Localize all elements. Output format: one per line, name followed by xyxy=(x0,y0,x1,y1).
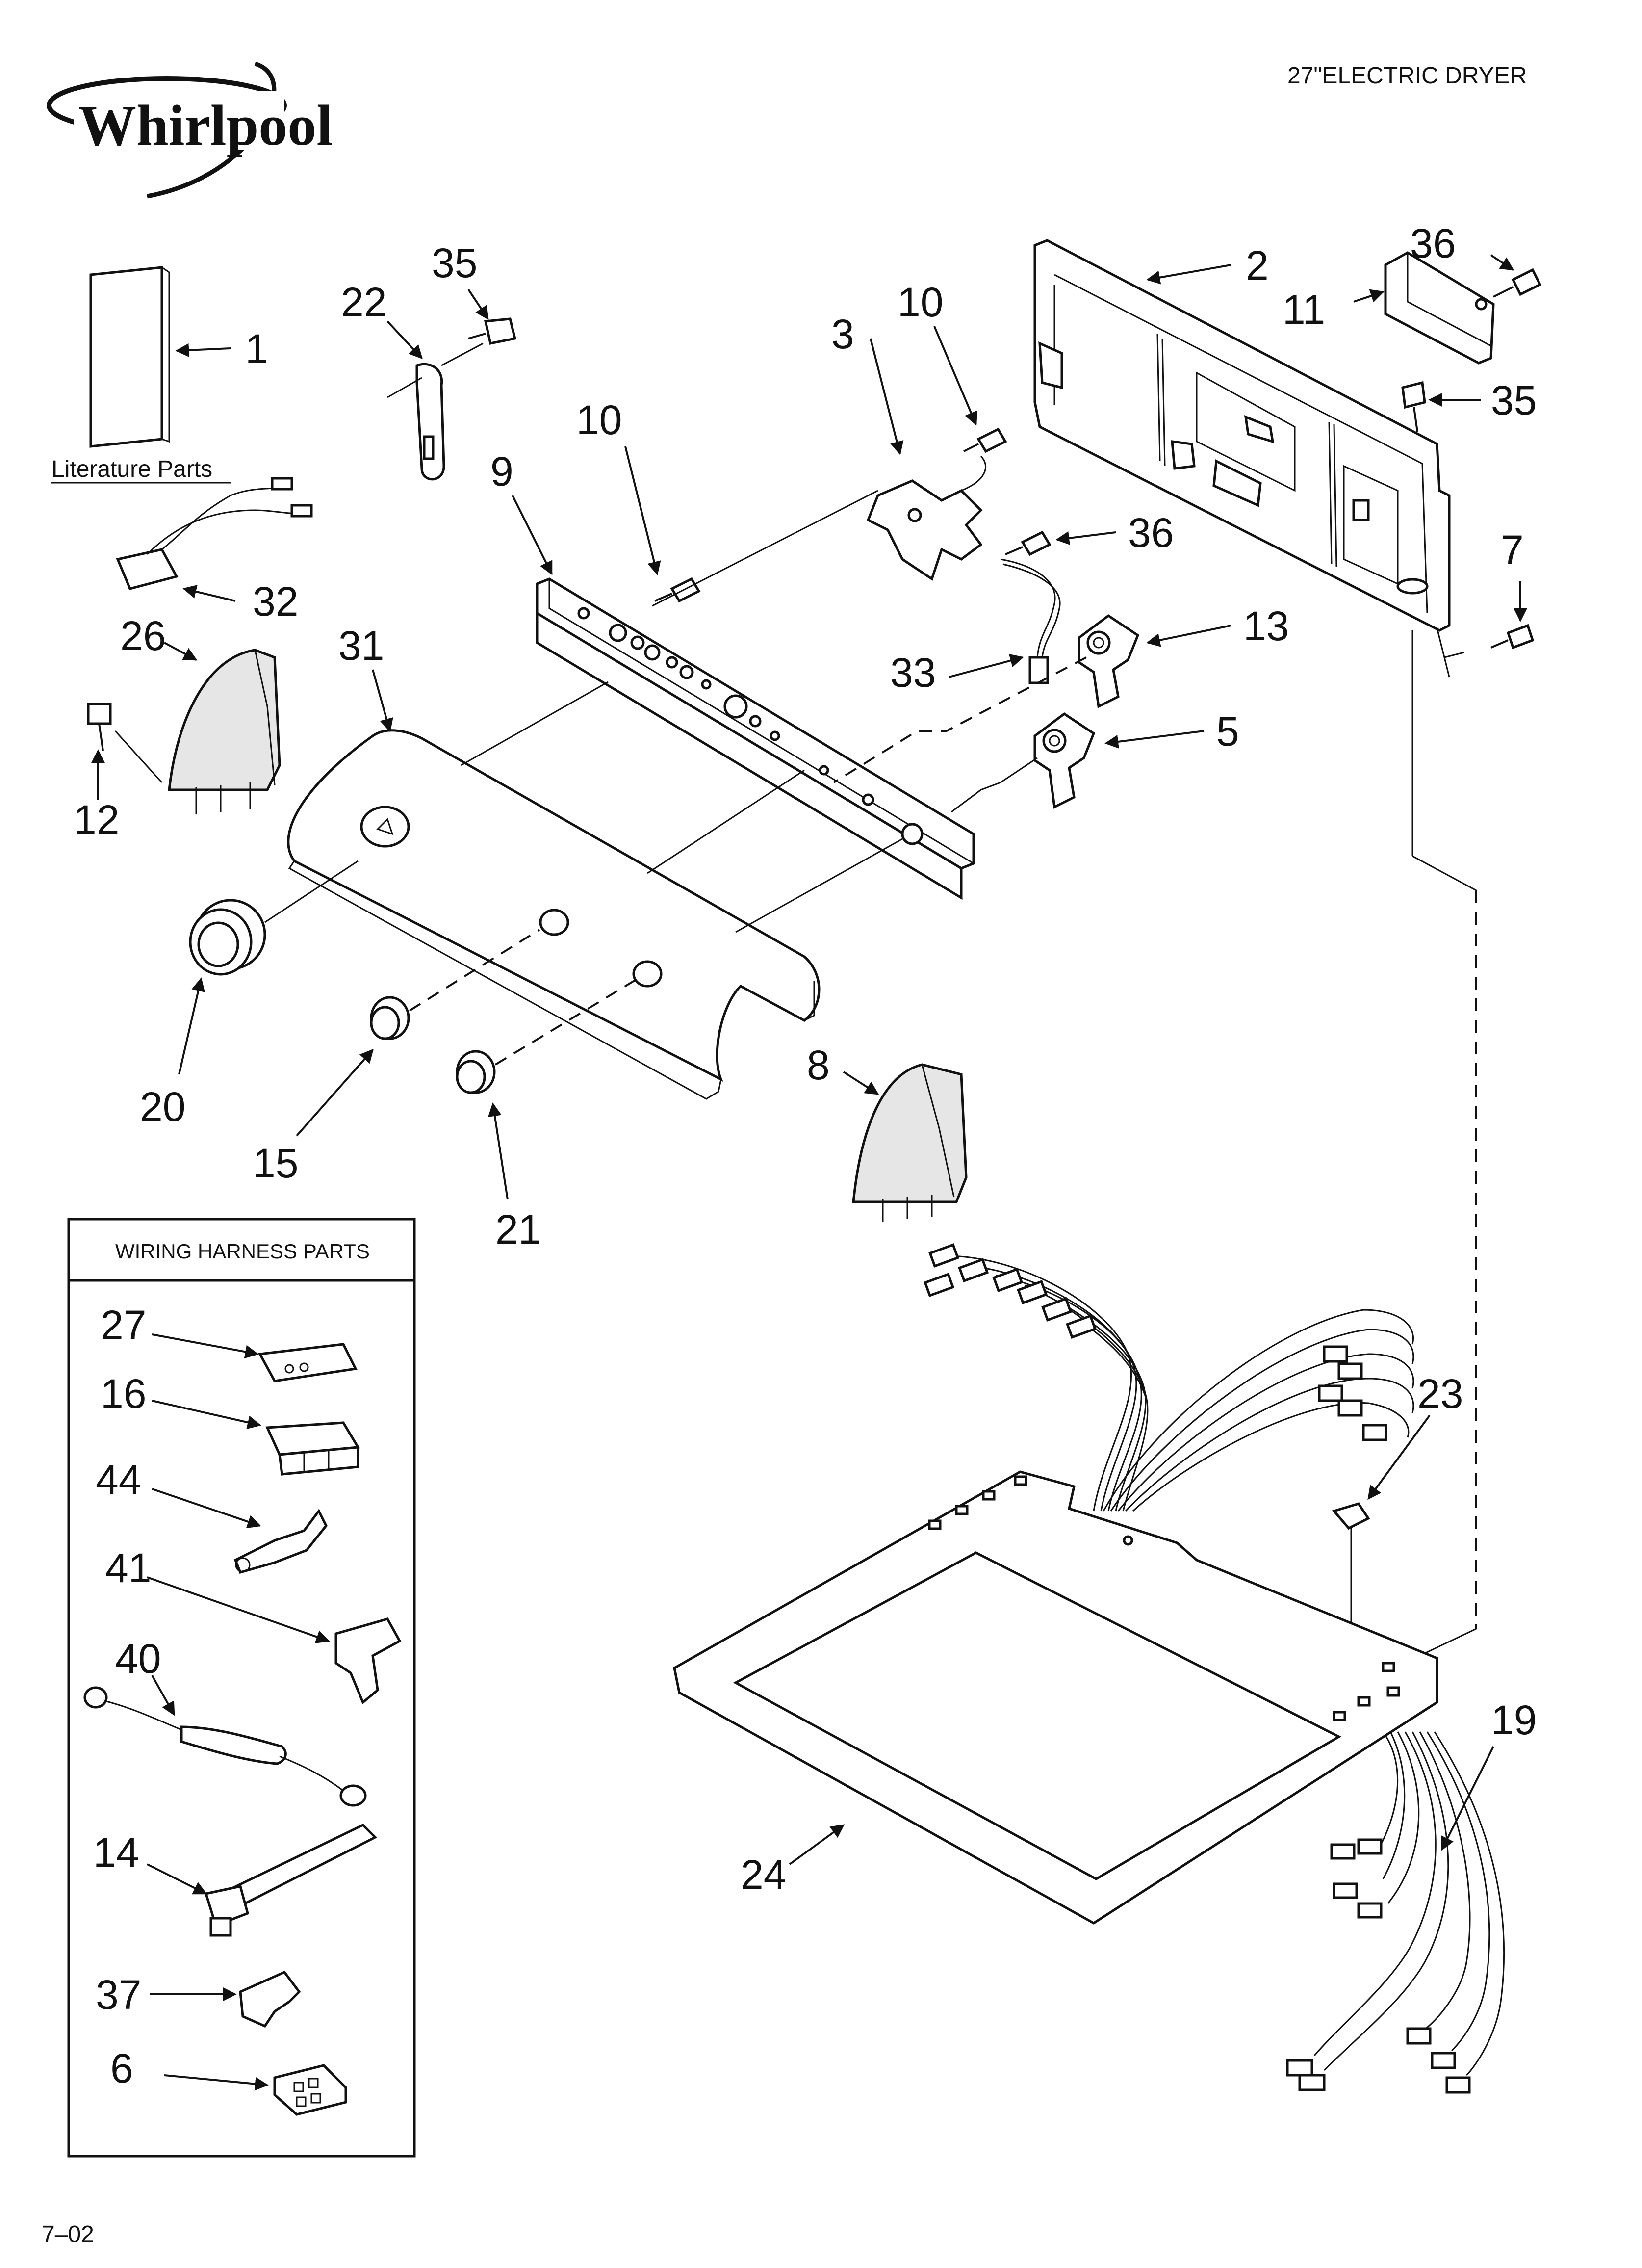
cable-tie-14 xyxy=(204,1823,378,1937)
callout-12: 12 xyxy=(74,797,119,843)
terminal-44 xyxy=(233,1509,328,1574)
callout-26: 26 xyxy=(120,613,166,659)
screw-35-top xyxy=(468,317,517,345)
callout-21: 21 xyxy=(495,1206,541,1252)
brand-logo-text: Whirlpool xyxy=(78,93,333,157)
timer-knob xyxy=(189,899,266,976)
literature-manual xyxy=(89,266,170,448)
push-knob-15 xyxy=(370,996,410,1040)
screw-12 xyxy=(87,703,112,751)
screw-36-middle xyxy=(1005,530,1052,556)
console-frame xyxy=(1033,239,1451,632)
model-title: 27"ELECTRIC DRYER xyxy=(1287,63,1527,89)
callout-23: 23 xyxy=(1417,1371,1463,1417)
timer xyxy=(866,455,986,581)
console-end-cap-right xyxy=(852,1063,968,1222)
console-end-cap-left xyxy=(168,649,281,814)
callout-20: 20 xyxy=(140,1084,185,1130)
callout-10-right: 10 xyxy=(898,279,943,325)
callout-22: 22 xyxy=(341,279,386,325)
cover-plate-11 xyxy=(1384,251,1495,365)
callout-13: 13 xyxy=(1243,603,1289,649)
callout-1: 1 xyxy=(245,326,268,372)
callout-10-left: 10 xyxy=(576,397,622,443)
control-console xyxy=(287,729,821,1100)
callout-14: 14 xyxy=(93,1829,139,1876)
push-knob-21 xyxy=(456,1050,496,1094)
clip-41 xyxy=(334,1617,402,1705)
terminal-block-harness xyxy=(116,477,313,590)
wire-clip-23 xyxy=(1332,1502,1370,1530)
callout-7: 7 xyxy=(1501,527,1524,573)
callout-5: 5 xyxy=(1216,708,1239,755)
callout-44: 44 xyxy=(96,1457,141,1503)
dryer-top xyxy=(673,1470,1438,1925)
callout-11: 11 xyxy=(1283,287,1325,333)
callout-35-right: 35 xyxy=(1491,377,1537,423)
date-code: 7–02 xyxy=(42,2221,94,2247)
main-wire-harness xyxy=(924,1243,1505,2094)
callout-36-top: 36 xyxy=(1410,220,1456,266)
bracket-22 xyxy=(387,342,484,481)
screw-7 xyxy=(1490,624,1535,650)
wire-33 xyxy=(1000,558,1061,684)
screw-35-right xyxy=(1401,381,1426,432)
callout-8: 8 xyxy=(807,1042,830,1088)
callout-16: 16 xyxy=(101,1371,146,1417)
terminal-block-6 xyxy=(273,2064,347,2116)
callout-2: 2 xyxy=(1246,242,1269,288)
callout-15: 15 xyxy=(253,1140,298,1186)
literature-parts-label: Literature Parts xyxy=(51,456,212,482)
callout-6: 6 xyxy=(110,2045,133,2091)
callout-31: 31 xyxy=(338,623,384,669)
control-panel-bracket xyxy=(536,577,975,900)
connector-16 xyxy=(265,1421,360,1476)
callout-24: 24 xyxy=(741,1851,786,1898)
screw-36-top xyxy=(1493,268,1542,298)
callout-41: 41 xyxy=(105,1545,151,1591)
whirlpool-logo: Whirlpool xyxy=(47,61,333,199)
screw-10-right xyxy=(963,427,1007,453)
callout-9: 9 xyxy=(490,448,513,495)
callout-35-top: 35 xyxy=(432,240,477,286)
callout-40: 40 xyxy=(115,1636,161,1682)
switch-13 xyxy=(1078,614,1140,708)
screw-10-left xyxy=(654,577,701,603)
callout-32: 32 xyxy=(253,578,298,625)
callout-19: 19 xyxy=(1491,1697,1537,1743)
callout-36-middle: 36 xyxy=(1128,510,1174,556)
switch-5 xyxy=(1033,712,1096,809)
thermal-fuse-lead-40 xyxy=(83,1686,367,1807)
callout-27: 27 xyxy=(101,1302,146,1348)
wiring-harness-parts-box xyxy=(67,1218,416,2158)
harness-box-title: WIRING HARNESS PARTS xyxy=(115,1240,370,1263)
callout-3: 3 xyxy=(831,311,854,357)
callout-37: 37 xyxy=(96,1972,141,2018)
connector-37 xyxy=(239,1970,301,2028)
callout-33: 33 xyxy=(890,650,936,696)
connector-27 xyxy=(258,1343,358,1382)
